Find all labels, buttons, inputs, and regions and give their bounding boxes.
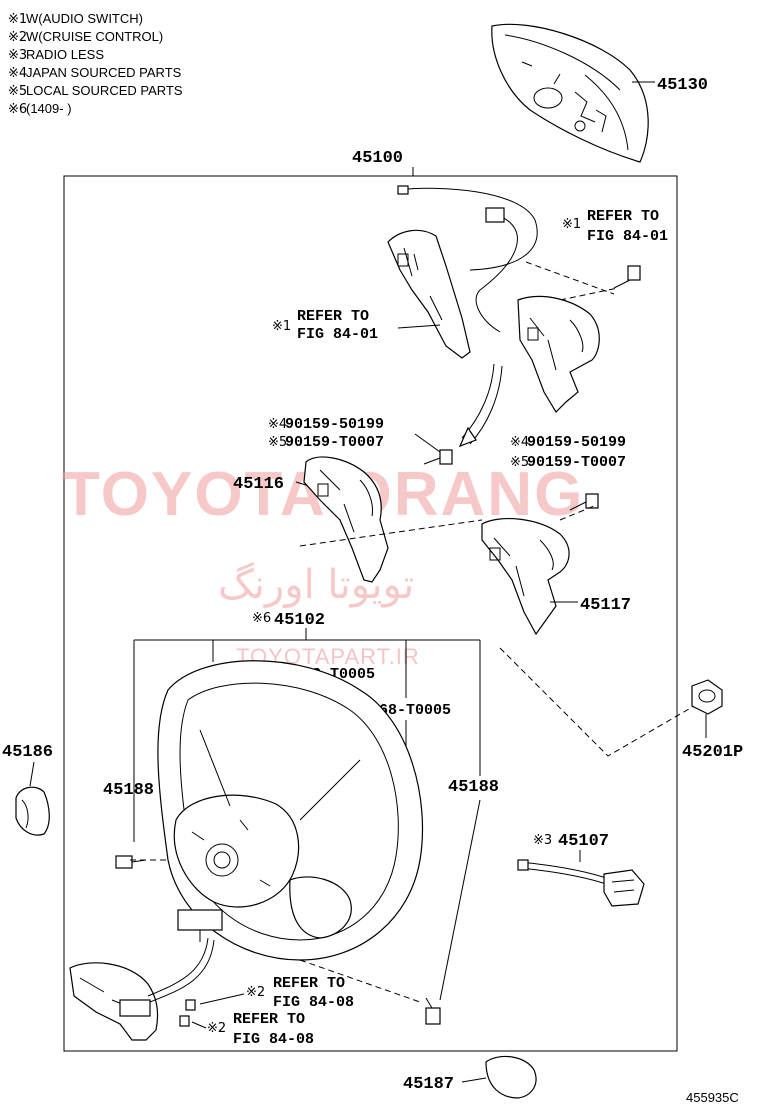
steering-wheel-45102[interactable] [157, 660, 424, 961]
mark-5-right: ※5 [510, 455, 529, 470]
bolt-right-number-1[interactable]: 90159-50199 [527, 434, 626, 451]
part-number-45201p[interactable]: 45201P [682, 743, 743, 762]
mark-2-lower: ※2 [207, 1021, 226, 1036]
legend-note-3: RADIO LESS [26, 47, 104, 62]
ref-cruise-upper-line2[interactable]: FIG 84-08 [273, 994, 354, 1011]
legend-mark-5: ※5 [8, 84, 27, 99]
ref-cruise-lower-line2[interactable]: FIG 84-08 [233, 1031, 314, 1048]
nut-45201p[interactable] [691, 679, 723, 715]
dashed-guide-45201p [499, 647, 695, 757]
legend-note-5: LOCAL SOURCED PARTS [26, 83, 183, 98]
cover-45187[interactable] [485, 1055, 537, 1099]
mark-2-upper: ※2 [246, 985, 265, 1000]
ref-cruise-lower-line1[interactable]: REFER TO [233, 1011, 305, 1028]
legend-note-4: JAPAN SOURCED PARTS [26, 65, 182, 80]
leader-45186 [29, 761, 35, 787]
part-number-45188-right[interactable]: 45188 [448, 778, 499, 797]
wire-harness-45107[interactable] [517, 859, 645, 907]
screw-45188-left[interactable] [115, 855, 147, 869]
leader-45188-right [439, 799, 481, 1001]
bolt-left-number-2[interactable]: 90159-T0007 [285, 434, 384, 451]
ref-left-line1[interactable]: REFER TO [297, 308, 369, 325]
bolt-right-number-2[interactable]: 90159-T0007 [527, 454, 626, 471]
legend: ※1 W(AUDIO SWITCH) ※2 W(CRUISE CONTROL) … [8, 11, 183, 117]
part-number-45107[interactable]: 45107 [558, 832, 609, 851]
figure-code: 455935C [686, 1090, 739, 1105]
bolt-left-number-1[interactable]: 90159-50199 [285, 416, 384, 433]
cover-45186[interactable] [15, 786, 50, 836]
dashed-guide-lower [130, 859, 421, 1003]
ref-upper-right-line2[interactable]: FIG 84-01 [587, 228, 668, 245]
leader-ref-cruise-upper [199, 993, 245, 1005]
audio-switch-left[interactable] [387, 229, 471, 359]
mark-6: ※6 [252, 611, 271, 626]
leader-bolt-left [414, 433, 441, 453]
legend-mark-3: ※3 [8, 48, 27, 63]
legend-mark-2: ※2 [8, 30, 27, 45]
bracket-45102 [133, 628, 481, 842]
leader-ref-cruise-lower [191, 1021, 207, 1029]
legend-note-6: (1409- ) [26, 101, 72, 116]
legend-mark-6: ※6 [8, 102, 27, 117]
assembly-direction-arrow [458, 363, 503, 448]
part-number-45188-left[interactable]: 45188 [103, 781, 154, 800]
bolt-right[interactable] [569, 493, 599, 511]
legend-mark-4: ※4 [8, 66, 27, 81]
assembly-box-45100 [63, 175, 678, 1052]
screw-cruise-upper[interactable] [185, 999, 196, 1011]
cruise-control-switch[interactable] [69, 909, 223, 1041]
part-number-45100[interactable]: 45100 [352, 149, 403, 168]
steering-cover-left-45116[interactable] [303, 456, 389, 583]
screw-45188-right[interactable] [425, 997, 441, 1025]
watermark-arabic: تویوتا اورنگ [218, 562, 414, 608]
legend-note-1: W(AUDIO SWITCH) [26, 11, 143, 26]
ref-left-line2[interactable]: FIG 84-01 [297, 326, 378, 343]
leader-ref-left [397, 324, 441, 329]
ref-upper-right-line1[interactable]: REFER TO [587, 208, 659, 225]
audio-switch-right[interactable] [517, 295, 600, 413]
part-number-45130[interactable]: 45130 [657, 76, 708, 95]
part-number-45187[interactable]: 45187 [403, 1075, 454, 1094]
mark-1-upper-right: ※1 [562, 217, 581, 232]
part-number-45102[interactable]: 45102 [274, 611, 325, 630]
switch-wire-harness [397, 185, 538, 333]
bolt-left[interactable] [423, 449, 453, 465]
airbag-cover-45130[interactable] [491, 23, 649, 163]
dashed-guide-middle [299, 505, 595, 547]
legend-mark-1: ※1 [8, 12, 27, 27]
ref-cruise-upper-line1[interactable]: REFER TO [273, 975, 345, 992]
dashed-guide-upper [525, 261, 619, 301]
legend-note-2: W(CRUISE CONTROL) [26, 29, 163, 44]
mark-1-left: ※1 [272, 319, 291, 334]
mark-4-right: ※4 [510, 435, 529, 450]
screw-upper-right[interactable] [613, 265, 641, 289]
mark-3: ※3 [533, 833, 552, 848]
part-number-45117[interactable]: 45117 [580, 596, 631, 615]
mark-4-left: ※4 [268, 417, 287, 432]
leader-45187 [461, 1077, 487, 1083]
screw-cruise-lower[interactable] [179, 1015, 190, 1027]
part-number-45186[interactable]: 45186 [2, 743, 53, 762]
part-number-45116[interactable]: 45116 [233, 475, 284, 494]
steering-cover-right-45117[interactable] [481, 517, 570, 636]
mark-5-left: ※5 [268, 435, 287, 450]
